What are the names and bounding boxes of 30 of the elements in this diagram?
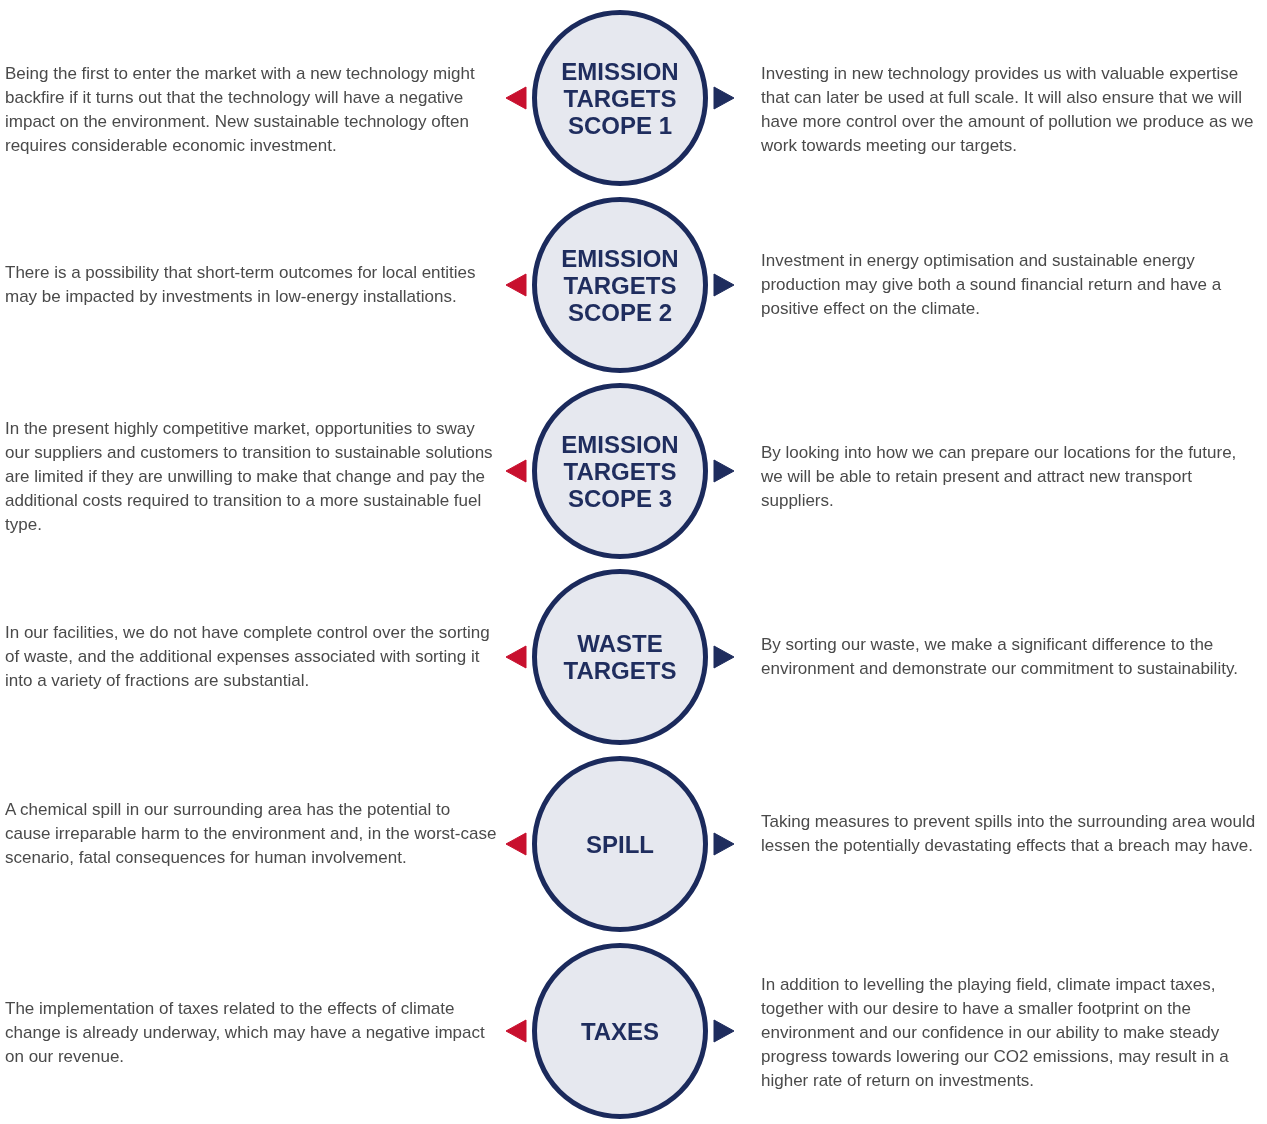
opportunity-text: By sorting our waste, we make a significant difference to the environment and demonstrate our commitment to sustainability. [761, 633, 1261, 681]
arrow [713, 1019, 735, 1043]
risk-text: In our facilities, we do not have complete control over the sorting of waste, and the additional expenses associated with sorting it into a variety of fractions are substantial. [5, 621, 497, 693]
topic-title: SPILL [585, 830, 655, 858]
arrow [505, 459, 527, 483]
arrow [505, 273, 527, 297]
arrow [505, 1019, 527, 1043]
arrow [713, 273, 735, 297]
opportunity-text: Investment in energy optimisation and sustainable energy production may give both a sound financial return and have a positive effect on the climate. [761, 249, 1261, 321]
risk-text: A chemical spill in our surrounding area has the potential to cause irreparable harm to the environment and, in the worst-case scenario, fatal consequences for human involvement. [5, 798, 497, 870]
risk-text: The implementation of taxes related to the effects of climate change is already underway, which may have a negative impact on our revenue. [5, 997, 497, 1069]
opportunity-text: By looking into how we can prepare our locations for the future, we will be able to retain present and attract new transport suppliers. [761, 441, 1261, 513]
topic-title: TAXES [579, 1017, 661, 1045]
topic-title: EMISSION TARGETS SCOPE 3 [560, 430, 680, 512]
arrow [713, 645, 735, 669]
opportunity-text: Investing in new technology provides us with valuable expertise that can later be used at full scale. It will also ensure that we will have more control over the amount of pollution we produce as we work towards meeting our targets. [761, 62, 1261, 158]
arrow [505, 86, 527, 110]
topic-title: EMISSION TARGETS SCOPE 1 [560, 57, 680, 139]
arrow [713, 832, 735, 856]
topic-title: EMISSION TARGETS SCOPE 2 [560, 244, 680, 326]
risk-text: In the present highly competitive market, opportunities to sway our suppliers and customers to transition to sustainable solutions are limited if they are unwilling to make that change and pay the additional costs required to transition to a more sustainable fuel type. [5, 417, 497, 537]
risk-text: Being the first to enter the market with a new technology might backfire if it turns out that the technology will have a negative impact on the environment. New sustainable technology often requires considerable economic investment. [5, 62, 497, 158]
arrow [713, 459, 735, 483]
topic-title: WASTE TARGETS [562, 630, 678, 684]
opportunity-text: Taking measures to prevent spills into the surrounding area would lessen the potentially devastating effects that a breach may have. [761, 810, 1261, 858]
arrow [713, 86, 735, 110]
risk-text: There is a possibility that short-term outcomes for local entities may be impacted by investments in low-energy installations. [5, 261, 497, 309]
opportunity-text: In addition to levelling the playing field, climate impact taxes, together with our desire to have a smaller footprint on the environment and our confidence in our ability to make steady progress towards lowering our CO2 emissions, may result in a higher rate of return on investments. [761, 973, 1261, 1093]
arrow [505, 645, 527, 669]
arrow [505, 832, 527, 856]
